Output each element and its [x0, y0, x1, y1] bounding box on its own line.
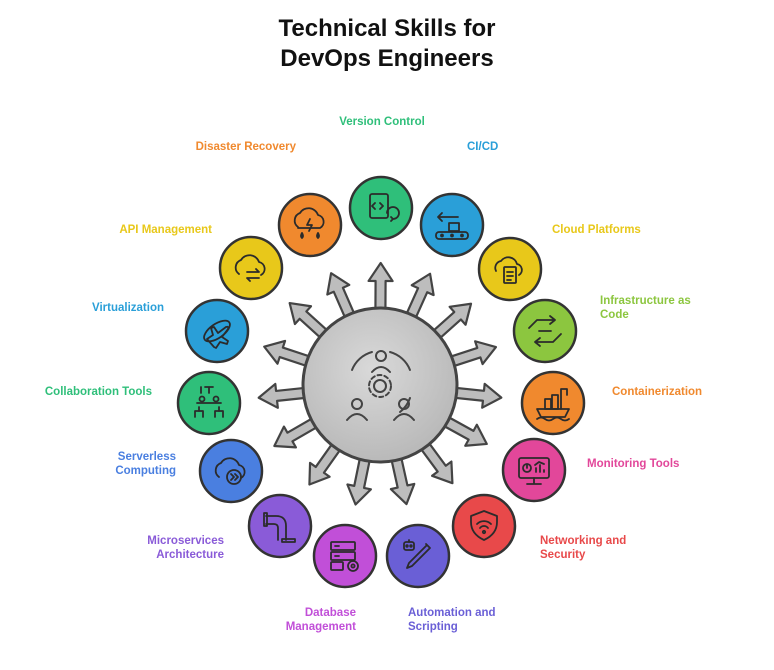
monitor-chart-icon — [518, 457, 550, 485]
transfer-arrows-icon — [528, 315, 562, 347]
page-title: Technical Skills for DevOps Engineers — [0, 14, 774, 74]
skill-node-containerization — [520, 370, 586, 436]
plane-orbit-icon — [203, 319, 231, 349]
server-gear-icon — [330, 541, 359, 572]
skill-node-database-management — [312, 523, 378, 589]
meeting-icon — [194, 386, 224, 418]
skill-node-version-control — [348, 175, 414, 241]
label-cloud-platforms: Cloud Platforms — [552, 224, 641, 236]
skill-node-networking-security — [451, 493, 517, 559]
label-ci-cd: CI/CD — [467, 141, 499, 153]
skill-node-collaboration-tools — [176, 370, 242, 436]
title-line-2: DevOps Engineers — [280, 45, 494, 72]
cloud-forward-icon — [214, 457, 246, 485]
skill-circle-microservices-architecture — [247, 493, 313, 559]
skill-node-monitoring-tools — [501, 437, 567, 503]
central-hub — [301, 306, 459, 464]
skill-circle-ci-cd — [419, 192, 485, 258]
cloud-document-icon — [494, 256, 523, 284]
code-sync-icon — [369, 193, 400, 222]
skill-node-api-management — [218, 235, 284, 301]
cloud-exchange-icon — [234, 254, 266, 282]
label-disaster-recovery: Disaster Recovery — [195, 141, 296, 153]
title-line-1: Technical Skills for — [278, 15, 496, 42]
label-monitoring-tools: Monitoring Tools — [587, 458, 680, 470]
pipe-icon — [263, 512, 296, 543]
container-ship-icon — [536, 388, 570, 422]
label-containerization: Containerization — [612, 386, 703, 398]
skill-circle-api-management — [218, 235, 284, 301]
skill-circle-monitoring-tools — [501, 437, 567, 503]
storm-cloud-icon — [293, 207, 325, 239]
skill-node-disaster-recovery — [277, 192, 343, 258]
skill-circle-database-management — [312, 523, 378, 589]
conveyor-icon — [435, 212, 469, 240]
skill-node-automation-scripting — [385, 523, 451, 589]
robot-pen-icon — [403, 539, 431, 569]
skill-node-ci-cd — [419, 192, 485, 258]
shield-wifi-icon — [470, 510, 498, 541]
label-virtualization: Virtualization — [92, 302, 164, 314]
label-version-control: Version Control — [339, 116, 425, 128]
label-api-management: API Management — [119, 224, 212, 236]
skill-circle-cloud-platforms — [477, 236, 543, 302]
skill-node-microservices-architecture — [247, 493, 313, 559]
label-collaboration-tools: Collaboration Tools — [44, 386, 152, 398]
skill-circle-automation-scripting — [385, 523, 451, 589]
team-gear-icon — [346, 350, 415, 421]
skill-node-serverless-computing — [198, 438, 264, 504]
skill-node-cloud-platforms — [477, 236, 543, 302]
skill-node-infrastructure-as-code — [512, 298, 578, 364]
skill-circle-containerization — [520, 370, 586, 436]
skill-node-virtualization — [184, 298, 250, 364]
